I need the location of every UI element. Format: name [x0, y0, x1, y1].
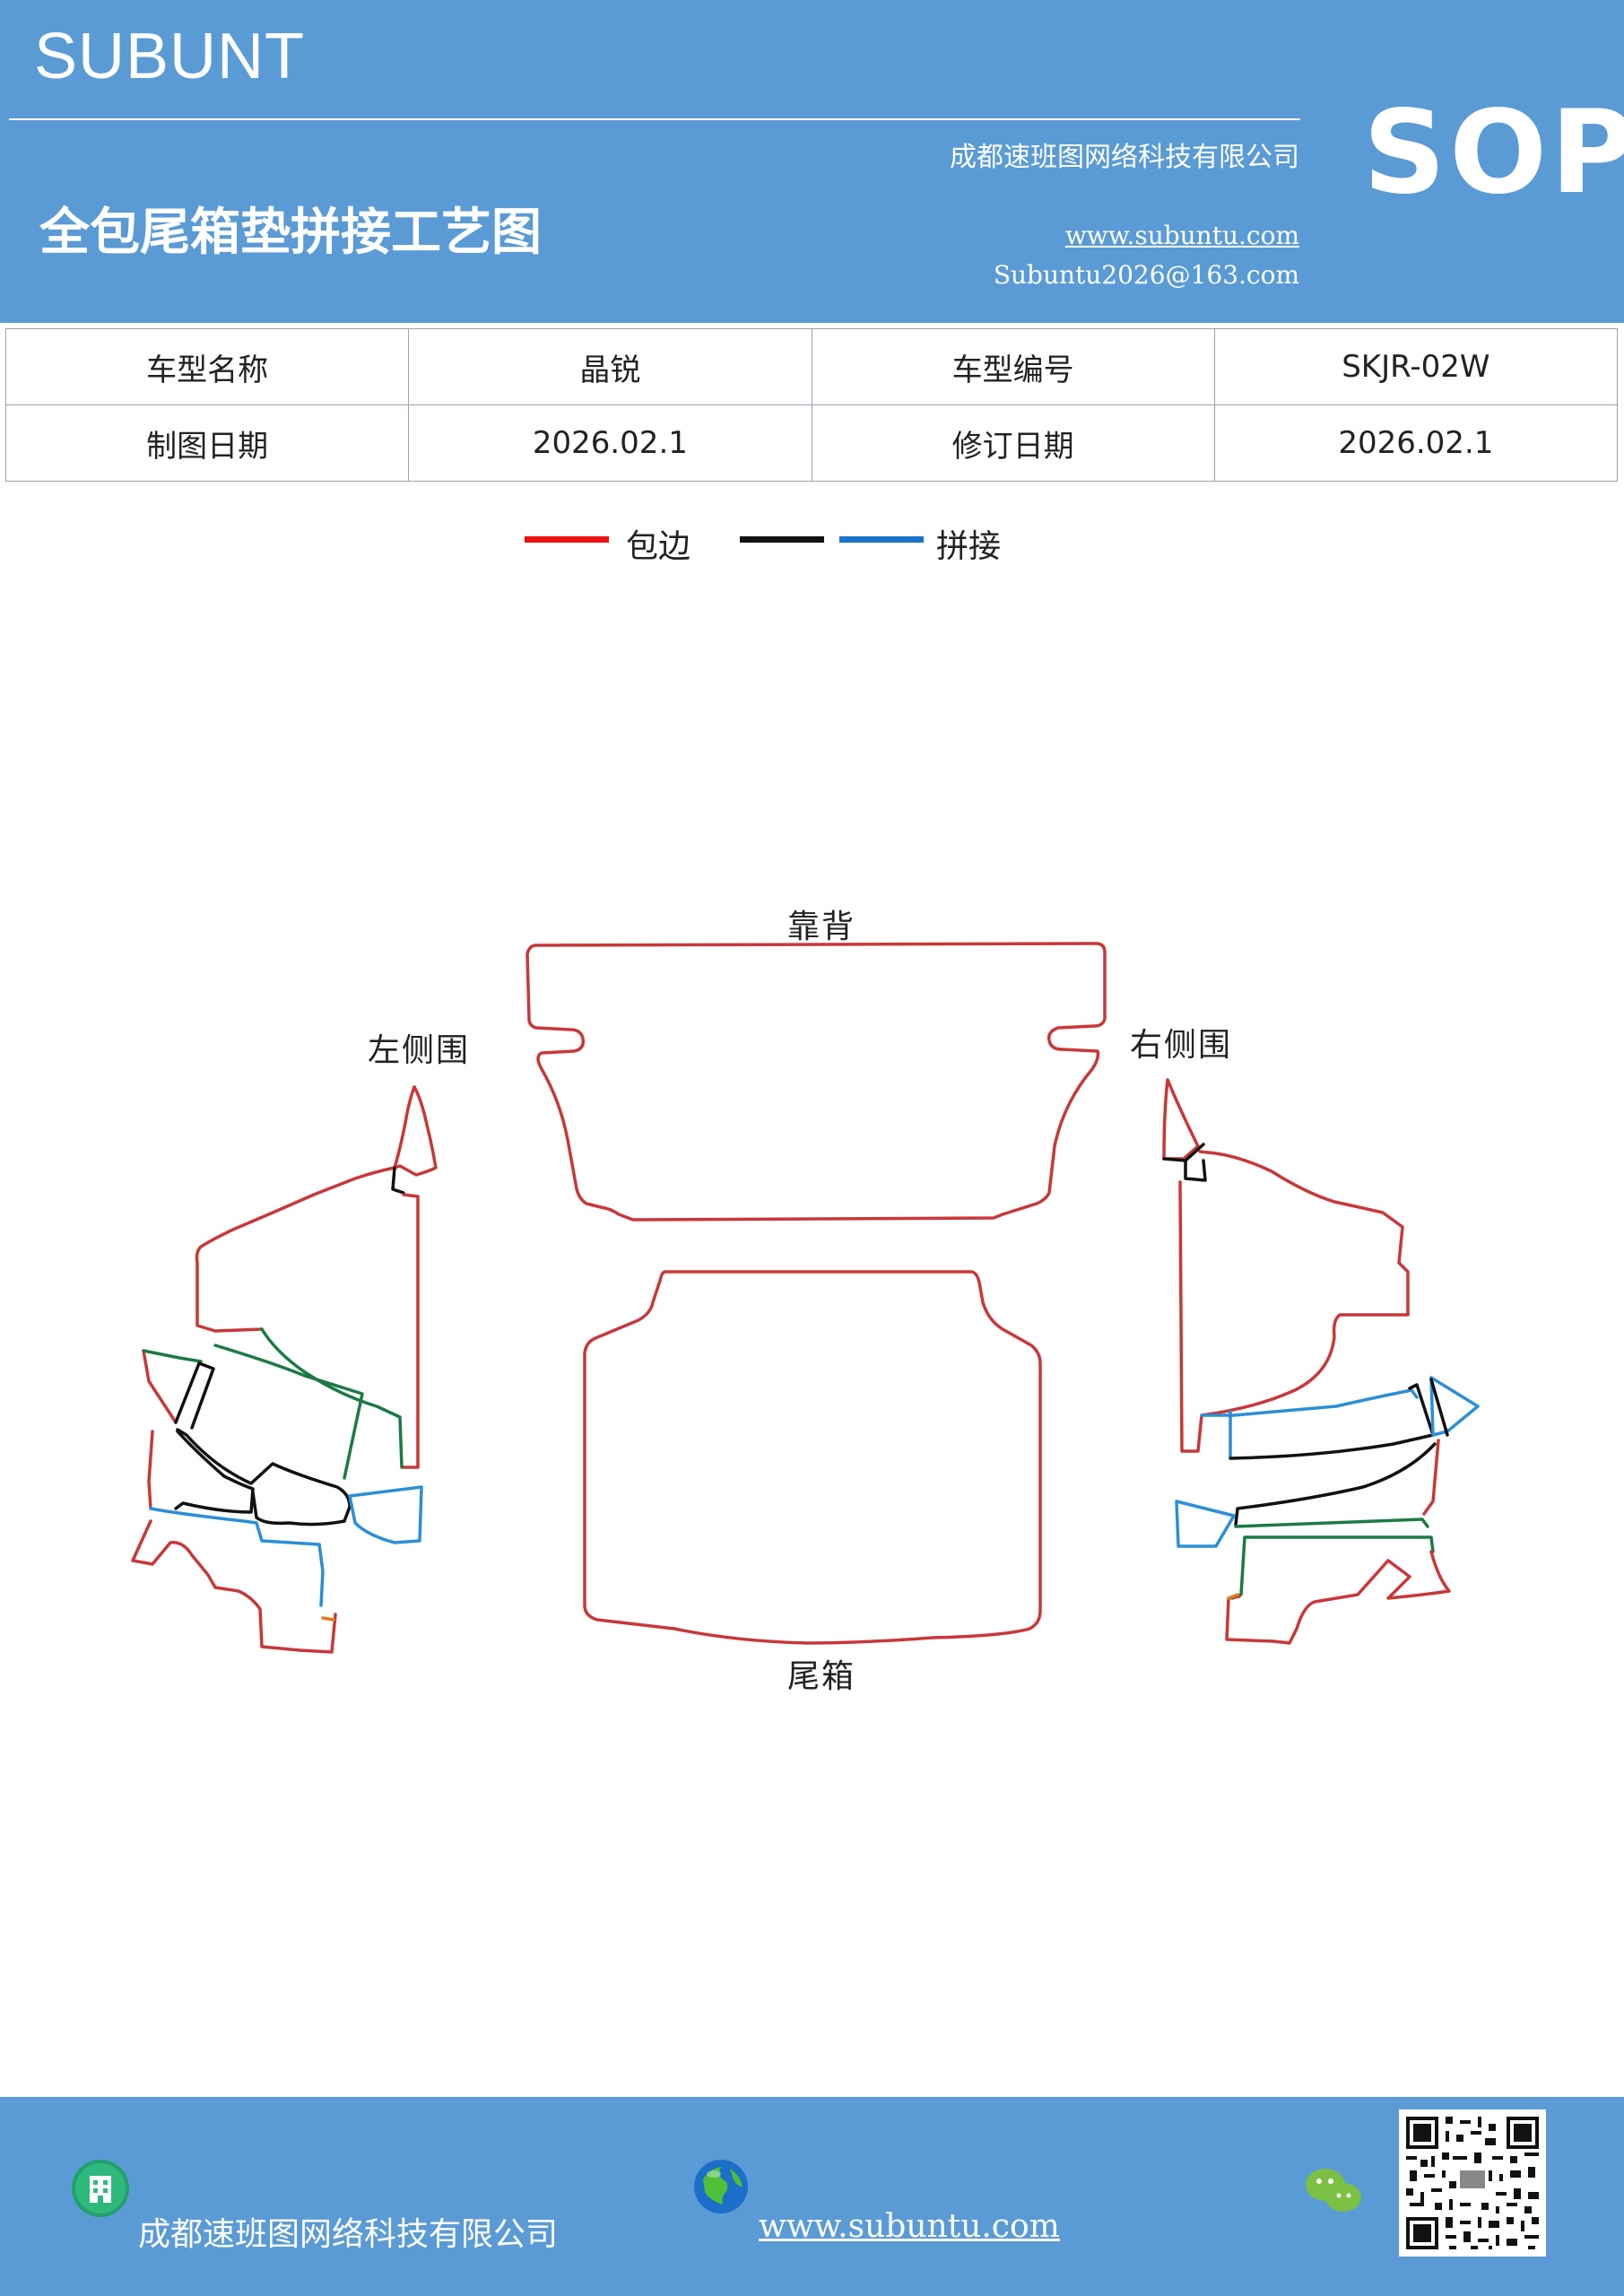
left-black-diag: [174, 1361, 215, 1430]
left-red-bottom: [131, 1519, 337, 1654]
footer-company: 成都速班图网络科技有限公司: [138, 2216, 559, 2253]
brand-name: SUBUNT: [34, 21, 306, 92]
left-green-mid: [213, 1344, 364, 1480]
legend: 包边 拼接: [0, 520, 1624, 574]
label-trunk: 尾箱: [787, 1658, 856, 1695]
legend-edge-swatch: [525, 536, 609, 543]
model-code-value: SKJR-02W: [1213, 328, 1619, 405]
backrest-piece: [525, 942, 1107, 1222]
right-green-strip: [1234, 1518, 1429, 1528]
right-red-long: [1422, 1439, 1440, 1516]
left-green-upper: [260, 1327, 404, 1469]
label-right-side: 右侧围: [1130, 1027, 1233, 1064]
footer-banner: 成都速班图网络科技有限公司 www.subuntu.com: [0, 2097, 1624, 2296]
email-address: Subuntu2026@163.com: [993, 260, 1299, 290]
left-red-left-lower: [147, 1430, 154, 1510]
legend-joint-label: 拼接: [936, 528, 1002, 565]
left-orange-bit: [321, 1616, 335, 1622]
label-backrest: 靠背: [787, 909, 856, 945]
left-blue-tab: [348, 1485, 423, 1544]
right-red-main: [1178, 1150, 1410, 1453]
left-red-vertical: [402, 1193, 420, 1469]
legend-joint-swatch: [839, 536, 924, 543]
trunk-piece: [583, 1270, 1042, 1645]
right-black-tri-edge: [1429, 1378, 1449, 1437]
left-red-top: [195, 1085, 438, 1333]
right-orange-bit: [1227, 1593, 1239, 1600]
website-link[interactable]: www.subuntu.com: [1064, 221, 1299, 250]
left-black-left: [174, 1430, 255, 1514]
model-name-label: 车型名称: [4, 328, 410, 405]
right-black-lower-tip: [1184, 1159, 1207, 1182]
right-black-long: [1234, 1442, 1437, 1526]
draw-date-value: 2026.02.1: [408, 404, 812, 482]
right-blue-tab: [1175, 1500, 1236, 1548]
legend-black-swatch: [740, 536, 824, 543]
right-green-lower: [1230, 1535, 1435, 1600]
header-divider: [9, 118, 1300, 120]
qr-code[interactable]: [1399, 2109, 1546, 2257]
right-blue-lower: [1200, 1388, 1419, 1417]
table-row: 制图日期 2026.02.1 修订日期 2026.02.1: [4, 404, 1619, 482]
left-green-left: [142, 1349, 203, 1363]
model-name-value: 晶锐: [408, 328, 812, 405]
legend-edge-label: 包边: [626, 528, 691, 565]
header-banner: SUBUNT 成都速班图网络科技有限公司 全包尾箱垫拼接工艺图 www.subu…: [0, 0, 1624, 323]
table-row: 车型名称 晶锐 车型编号 SKJR-02W: [4, 328, 1619, 405]
wechat-icon: [1306, 2169, 1361, 2212]
footer-website[interactable]: www.subuntu.com: [759, 2208, 1060, 2245]
trunk-mat-diagram: 靠背 左侧围 右侧围 尾箱: [0, 861, 1624, 1722]
revise-date-value: 2026.02.1: [1213, 404, 1619, 482]
right-red-tip: [1162, 1078, 1200, 1161]
revise-date-label: 修订日期: [811, 404, 1215, 482]
globe-icon: [694, 2160, 748, 2213]
company-name: 成都速班图网络科技有限公司: [950, 142, 1299, 173]
pattern-pieces: [131, 942, 1480, 1654]
label-left-side: 左侧围: [368, 1032, 471, 1069]
model-code-label: 车型编号: [811, 328, 1215, 405]
right-black-rect: [1229, 1383, 1435, 1460]
building-icon: [72, 2160, 129, 2217]
left-red-tip: [393, 1085, 416, 1170]
document-title: 全包尾箱垫拼接工艺图: [39, 204, 542, 262]
left-blue-lower: [149, 1507, 325, 1607]
info-table: 车型名称 晶锐 车型编号 SKJR-02W 制图日期 2026.02.1 修订日…: [4, 328, 1619, 482]
sop-badge: SOP: [1363, 86, 1624, 220]
draw-date-label: 制图日期: [4, 404, 410, 482]
left-black-mid: [176, 1428, 352, 1526]
left-black-tip: [391, 1166, 405, 1195]
left-red-left: [142, 1349, 178, 1424]
right-red-bottom: [1225, 1550, 1451, 1645]
